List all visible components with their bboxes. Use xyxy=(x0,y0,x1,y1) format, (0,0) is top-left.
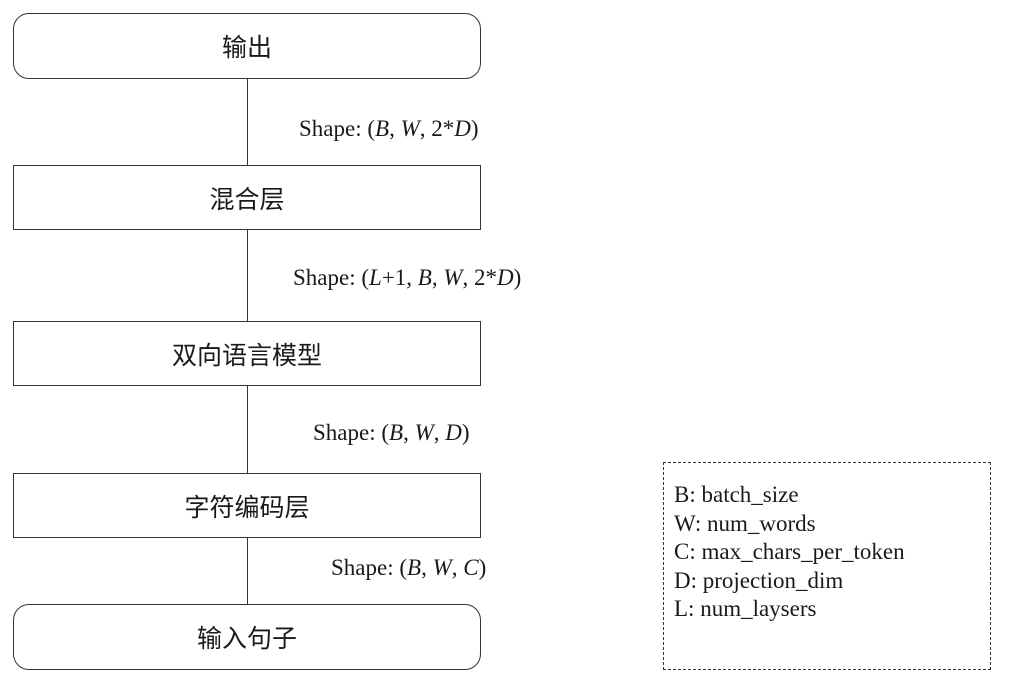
shape-variable: B xyxy=(375,116,390,141)
legend-item-num-words: W: num_words xyxy=(674,510,816,536)
shape-variable: B xyxy=(389,420,404,445)
shape-variable: B xyxy=(417,265,432,290)
shape-variable: W xyxy=(414,420,434,445)
connector-mixing-output xyxy=(247,79,248,165)
shape-variable: W xyxy=(400,116,420,141)
legend-item-projection-dim: D: projection_dim xyxy=(674,567,844,593)
legend-item-max-chars: C: max_chars_per_token xyxy=(674,539,905,564)
connector-bilm-mixing xyxy=(247,230,248,321)
shape-label-mixing-output: Shape: (B, W, 2*D) xyxy=(299,116,479,142)
shape-variable: D xyxy=(497,265,514,290)
connector-input-encoder xyxy=(247,538,248,604)
bilm-label: 双向语言模型 xyxy=(171,340,322,370)
bilm-node: 双向语言模型 xyxy=(13,321,481,386)
shape-text: , xyxy=(421,555,433,580)
shape-text: +1, xyxy=(381,265,418,290)
shape-text: , 2* xyxy=(419,116,455,141)
char-encoder-node: 字符编码层 xyxy=(13,473,481,538)
shape-label-encoder-bilm: Shape: (B, W, D) xyxy=(313,420,470,446)
mixing-layer-label: 混合层 xyxy=(209,184,285,214)
shape-text: , xyxy=(403,420,415,445)
shape-variable: B xyxy=(407,555,422,580)
shape-text: , 2* xyxy=(462,265,498,290)
shape-text: , xyxy=(389,116,401,141)
shape-label-input-encoder: Shape: (B, W, C) xyxy=(331,555,486,581)
shape-variable: D xyxy=(445,420,462,445)
char-encoder-label: 字符编码层 xyxy=(184,492,310,522)
legend-item-batch-size: B: batch_size xyxy=(674,482,799,507)
shape-text: ) xyxy=(461,420,470,445)
legend-item-num-layers: L: num_laysers xyxy=(674,596,817,621)
shape-prefix: Shape: ( xyxy=(293,265,370,290)
shape-prefix: Shape: ( xyxy=(313,420,390,445)
shape-variable: W xyxy=(443,265,463,290)
legend-box: B: batch_size W: num_words C: max_chars_… xyxy=(663,462,991,670)
shape-label-bilm-mixing: Shape: (L+1, B, W, 2*D) xyxy=(293,265,521,291)
shape-text: ) xyxy=(470,116,479,141)
shape-text: , xyxy=(433,420,446,445)
shape-text: , xyxy=(431,265,444,290)
input-label: 输入句子 xyxy=(196,624,297,653)
mixing-layer-node: 混合层 xyxy=(13,165,481,230)
shape-prefix: Shape: ( xyxy=(299,116,376,141)
shape-prefix: Shape: ( xyxy=(331,555,408,580)
shape-variable: L xyxy=(369,265,382,290)
connector-encoder-bilm xyxy=(247,386,248,473)
output-node: 输出 xyxy=(13,13,481,79)
shape-text: , xyxy=(451,555,464,580)
shape-variable: W xyxy=(432,555,452,580)
input-node: 输入句子 xyxy=(13,604,481,670)
shape-text: ) xyxy=(478,555,487,580)
shape-variable: D xyxy=(454,116,471,141)
shape-text: ) xyxy=(513,265,522,290)
output-label: 输出 xyxy=(221,33,272,62)
shape-variable: C xyxy=(463,555,479,580)
